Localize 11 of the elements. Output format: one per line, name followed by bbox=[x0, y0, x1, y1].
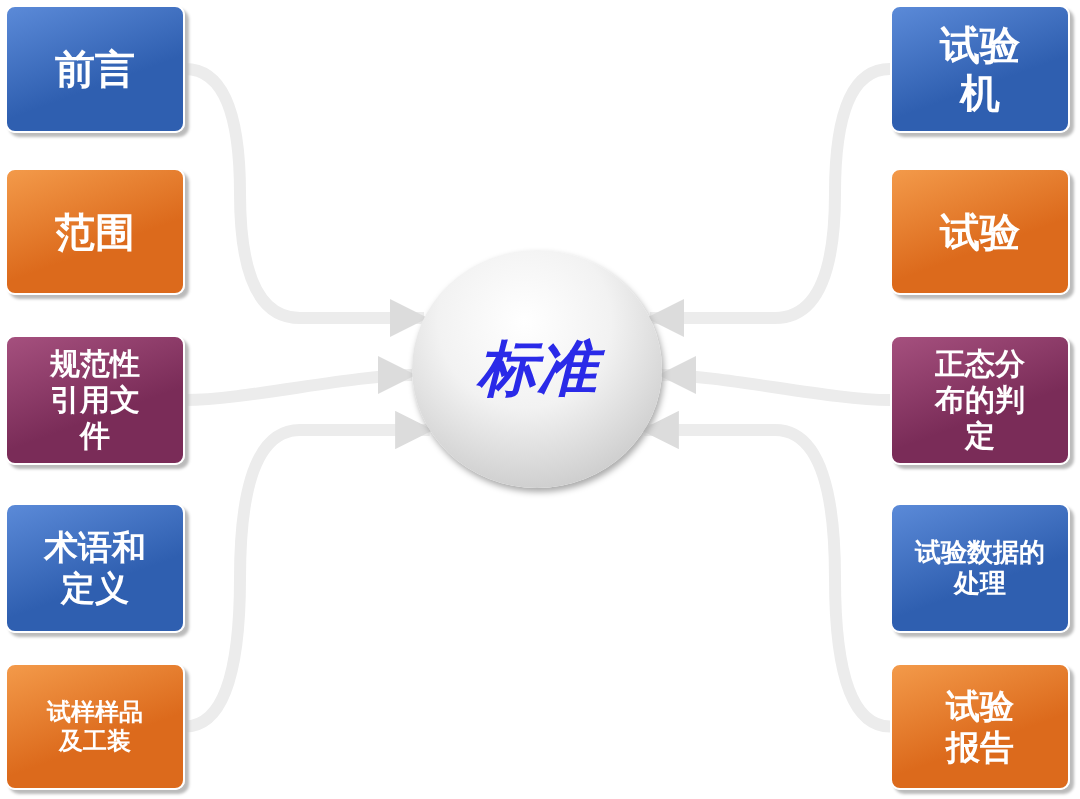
sphere: 标准 bbox=[412, 250, 662, 488]
topic-box: 前言 bbox=[5, 5, 185, 133]
topic-box: 试验机 bbox=[890, 5, 1070, 133]
topic-box: 试验报告 bbox=[890, 663, 1070, 790]
topic-box: 规范性引用文件 bbox=[5, 335, 185, 465]
topic-box: 正态分布的判定 bbox=[890, 335, 1070, 465]
topic-box: 术语和定义 bbox=[5, 503, 185, 633]
topic-box: 试验数据的处理 bbox=[890, 503, 1070, 633]
topic-box: 范围 bbox=[5, 168, 185, 295]
topic-box: 试样样品及工装 bbox=[5, 663, 185, 790]
topic-box: 试验 bbox=[890, 168, 1070, 295]
